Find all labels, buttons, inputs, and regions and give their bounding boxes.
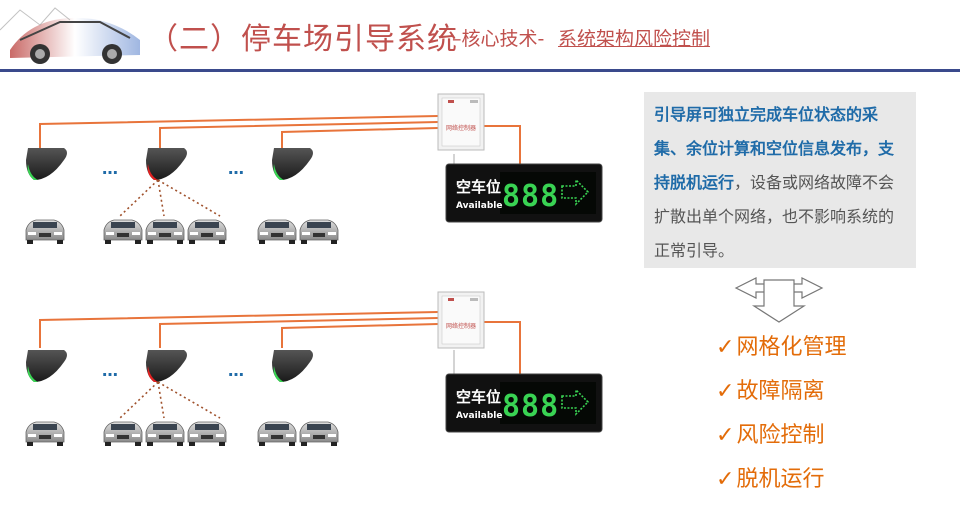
display-label-cn: 空车位 [456,388,501,406]
sensor-red [146,350,187,382]
feature-label: 故障隔离 [736,379,825,404]
controller-label: 网络控制器 [446,124,476,132]
ellipsis: … [228,159,244,178]
sensor-green [26,350,67,382]
car [187,219,227,245]
double-arrow-icon [734,277,824,323]
car [103,421,143,447]
check-icon: ✓ [716,335,735,360]
network-lower: 网络控制器 … … 空车位 Available 888 [25,291,603,447]
display-number: 888 [502,179,559,214]
car [145,219,185,245]
info-box: 引导屏可独立完成车位状态的采集、余位计算和空位信息发布，支持脱机运行，设备或网络… [644,92,916,268]
network-upper: 网络控制器 … … 空车位 Available 888 [25,93,603,245]
feature-label: 风险控制 [736,423,825,448]
car [187,421,227,447]
display-number: 888 [502,389,559,424]
page-subtitle: –核心技术- [452,28,545,50]
display-label-en: Available [456,411,502,421]
guidance-display: 空车位 Available 888 [445,373,603,433]
feature-item: ✓脱机运行 [716,458,846,502]
feature-label: 网格化管理 [736,335,847,360]
feature-list: ✓网格化管理 ✓故障隔离 ✓风险控制 ✓脱机运行 [716,326,846,502]
ellipsis: … [102,159,118,178]
display-label-cn: 空车位 [456,178,501,196]
check-icon: ✓ [716,467,735,492]
info-strong-text: 引导屏可独立完成车位状态的采集、余位计算和空位信息发布，支持脱机运行 [654,105,895,192]
info-normal-text: ，设备或网络故障不会扩散出单个网络，也不影响系统的正常引导。 [654,173,895,260]
car [257,421,297,447]
ellipsis: … [102,361,118,380]
check-icon: ✓ [716,423,735,448]
controller-label: 网络控制器 [446,322,476,330]
feature-item: ✓故障隔离 [716,370,846,414]
feature-item: ✓网格化管理 [716,326,846,370]
feature-label: 脱机运行 [736,467,825,492]
parking-guidance-diagram: 网络控制器 … … 空车位 Available 888 网络控制器 [25,93,603,447]
car [257,219,297,245]
ellipsis: … [228,361,244,380]
sensor-green [26,148,67,180]
page-subtitle-link: 系统架构风险控制 [558,28,711,50]
car [299,421,339,447]
header: （二）停车场引导系统 –核心技术- 系统架构风险控制 [0,0,960,72]
guidance-display: 空车位 Available 888 [445,163,603,223]
check-icon: ✓ [716,379,735,404]
car [145,421,185,447]
page-title: （二）停车场引导系统 [148,22,458,57]
car-logo-icon [0,0,150,70]
feature-item: ✓风险控制 [716,414,846,458]
car [25,219,65,245]
sensor-red [146,148,187,180]
car [299,219,339,245]
sensor-green [272,148,313,180]
network-controller [437,291,485,349]
display-label-en: Available [456,201,502,211]
network-controller [437,93,485,151]
title-divider [0,69,960,72]
car [25,421,65,447]
car [103,219,143,245]
sensor-green [272,350,313,382]
